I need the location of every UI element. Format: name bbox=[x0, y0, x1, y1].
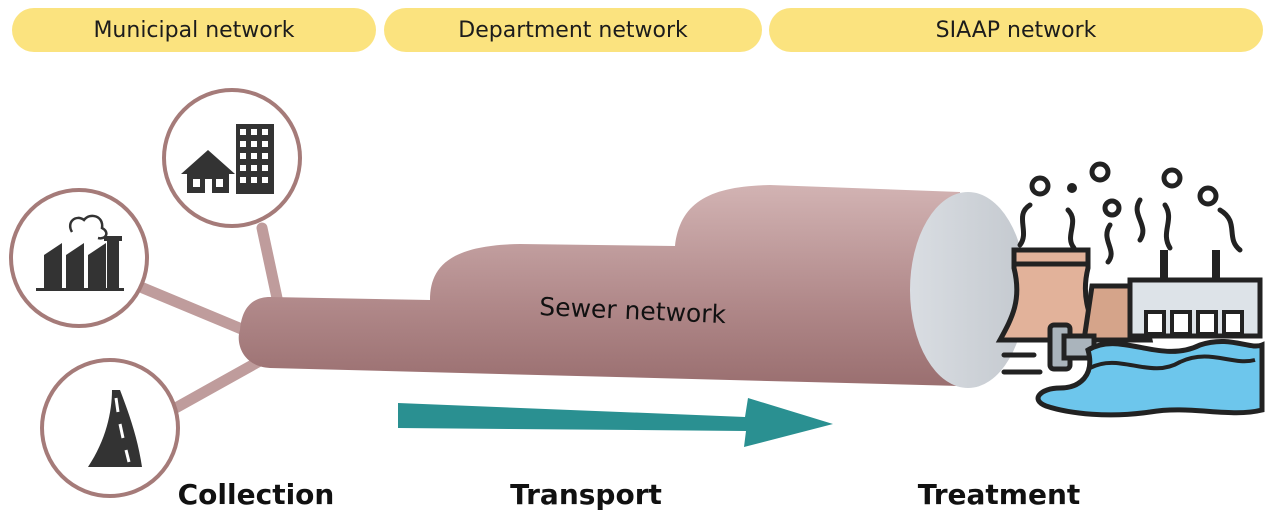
zone-department-network: Department network bbox=[384, 8, 762, 52]
connector-road bbox=[166, 356, 264, 416]
stage-collection: Collection bbox=[177, 478, 335, 511]
stage-treatment: Treatment bbox=[917, 478, 1081, 511]
sewer-pipe bbox=[238, 185, 960, 386]
smoke-icon bbox=[68, 214, 108, 240]
source-road bbox=[40, 358, 180, 498]
treatment-plant-icon bbox=[995, 161, 1265, 418]
transport-arrow bbox=[398, 398, 833, 447]
pipe-end-cap bbox=[910, 192, 1026, 388]
stage-transport: Transport bbox=[510, 478, 662, 511]
house-building-icon bbox=[181, 124, 274, 194]
connector-factory bbox=[137, 282, 262, 341]
road-icon bbox=[88, 390, 142, 467]
source-factory bbox=[9, 188, 149, 328]
zone-siaap-network: SIAAP network bbox=[769, 8, 1263, 52]
source-building bbox=[162, 88, 302, 228]
factory-icon bbox=[36, 236, 124, 291]
zone-municipal-network: Municipal network bbox=[12, 8, 376, 52]
